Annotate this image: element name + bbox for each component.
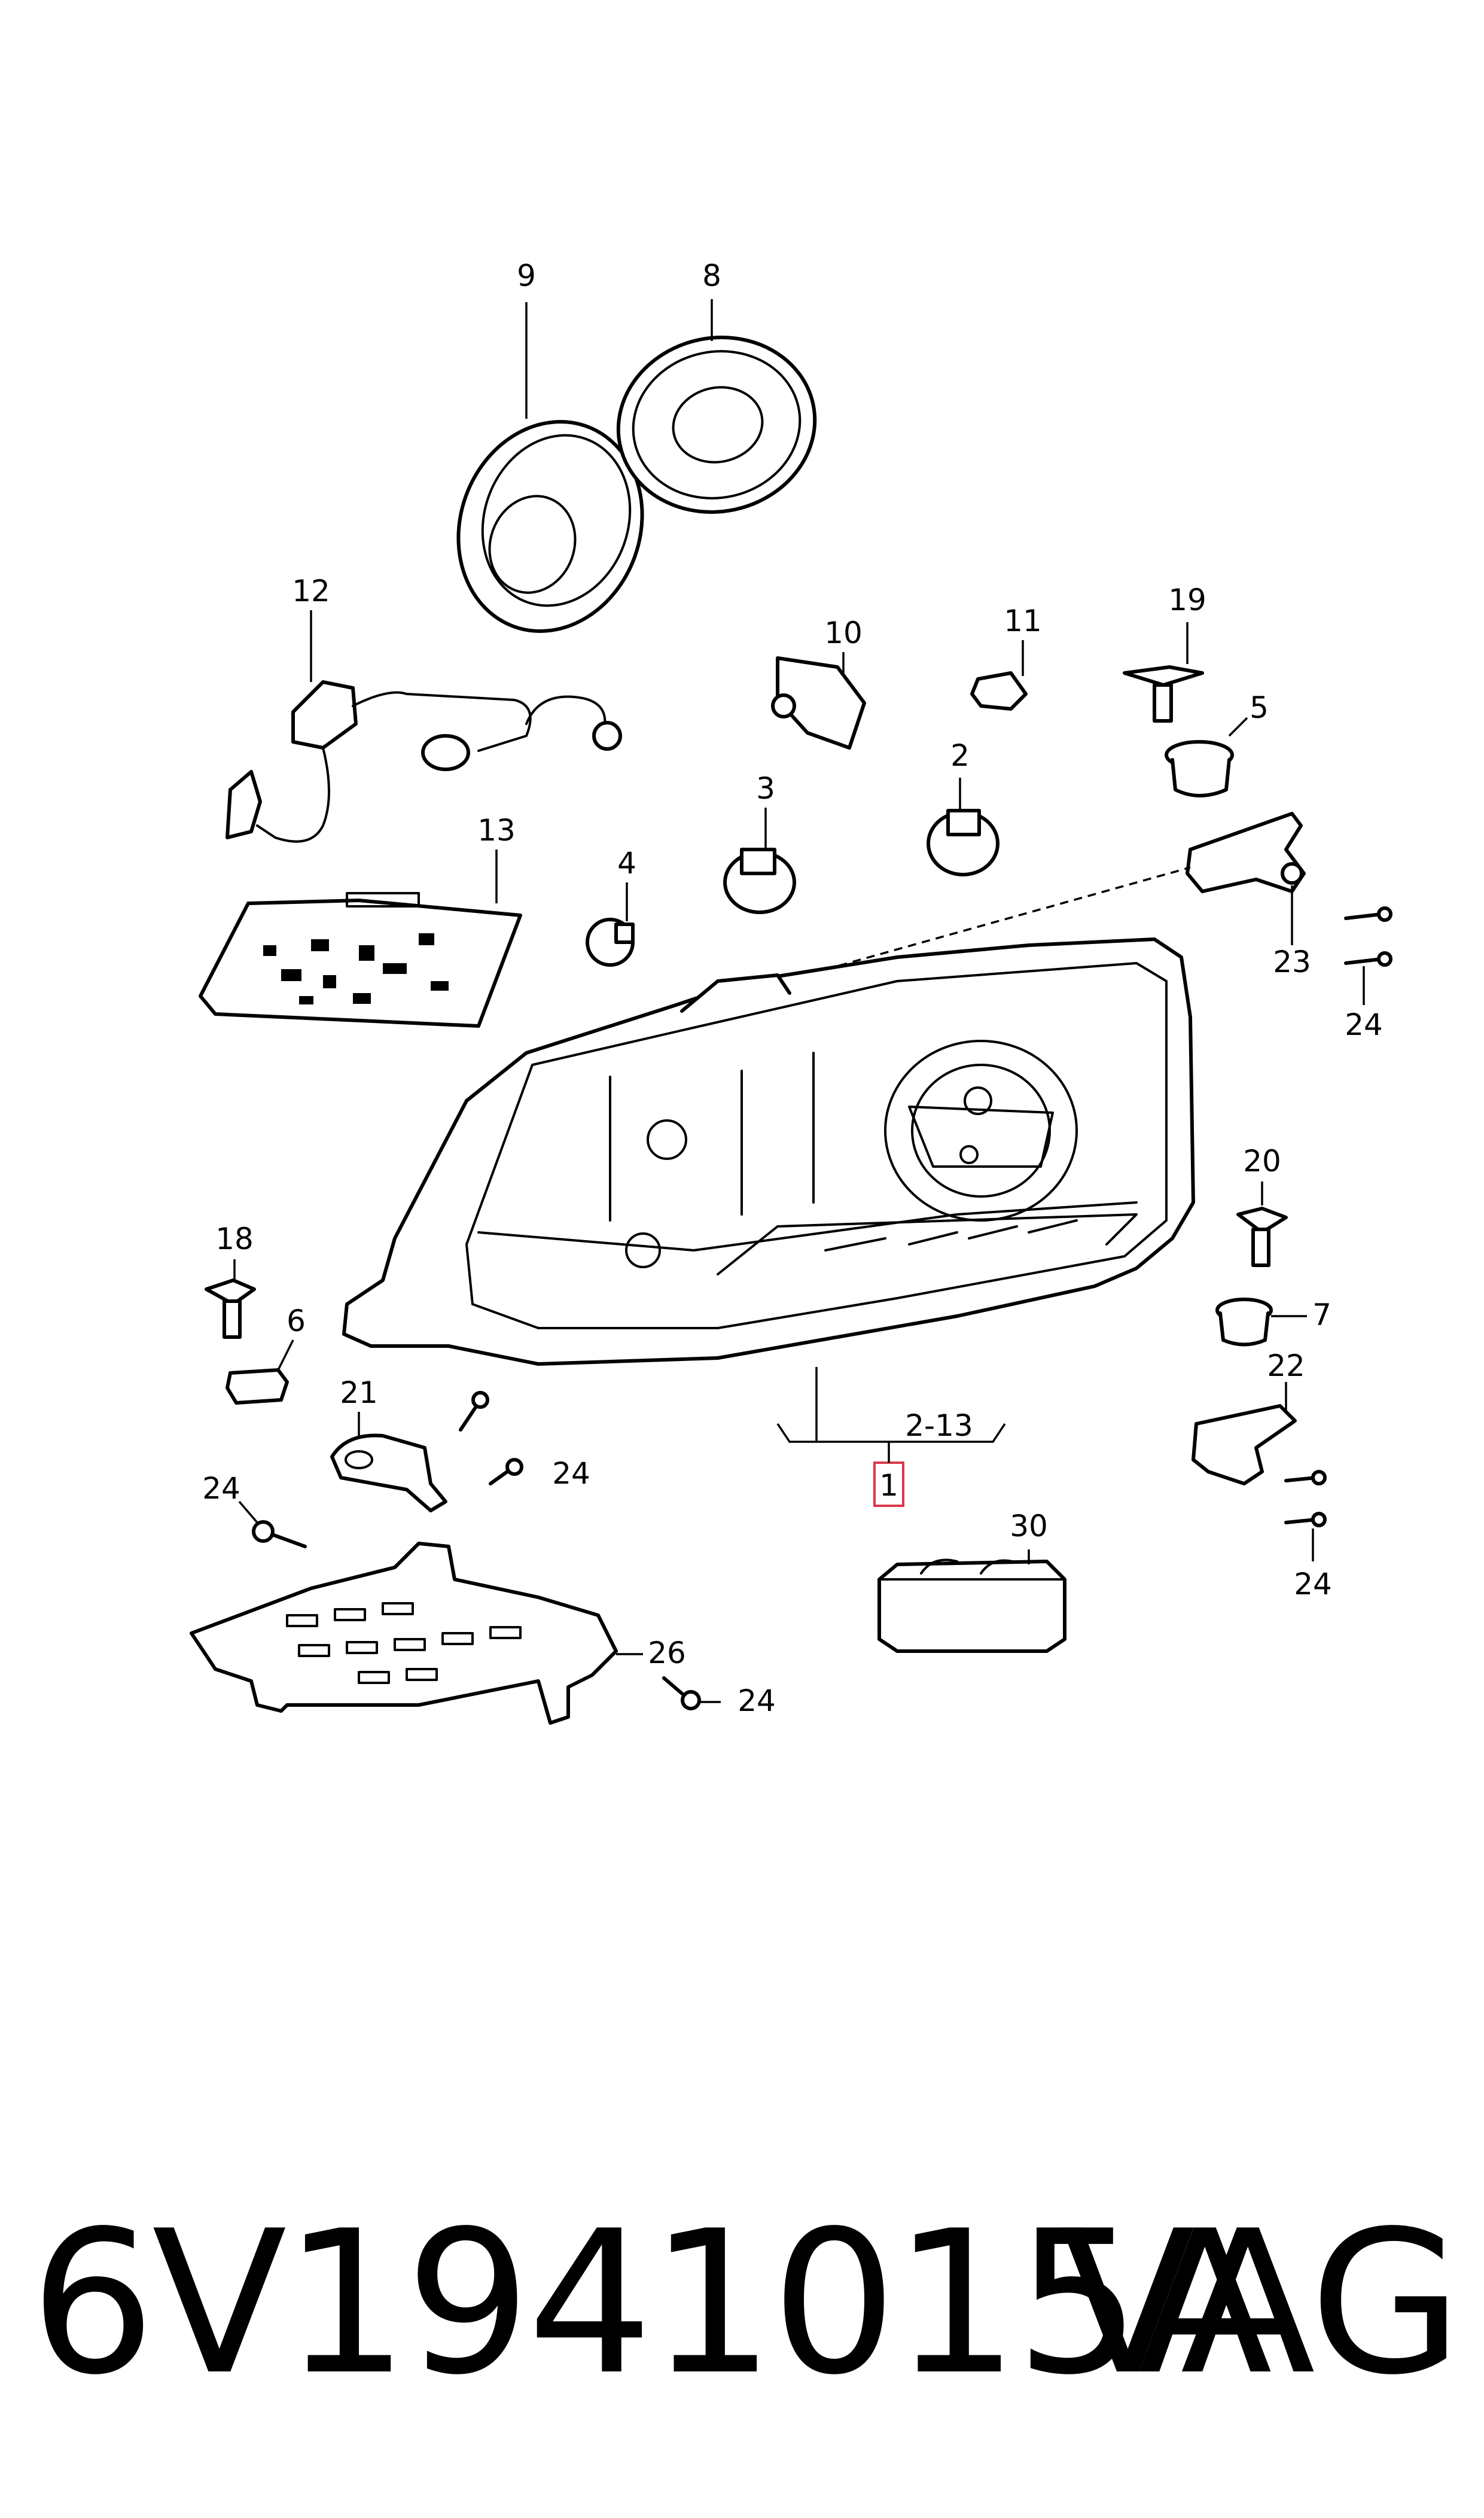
part-1-headlight-housing xyxy=(342,937,1195,1366)
callout-4: 4 xyxy=(617,846,636,881)
callout-24-center: 24 xyxy=(552,1456,590,1491)
part-24-screw-left xyxy=(252,1520,307,1548)
part-24-screw-upper-right xyxy=(1344,906,1392,967)
part-2-bulb xyxy=(927,809,1000,876)
callout-30: 30 xyxy=(1010,1509,1048,1543)
callout-20: 20 xyxy=(1243,1144,1281,1179)
callout-24-left: 24 xyxy=(202,1471,240,1506)
highlighted-callout-box xyxy=(873,1462,904,1507)
callout-9: 9 xyxy=(517,258,536,293)
part-4-bulb xyxy=(586,918,635,967)
callout-19: 19 xyxy=(1168,583,1206,617)
callout-24-lower-right: 24 xyxy=(1294,1567,1332,1601)
callout-13: 13 xyxy=(477,813,516,848)
callout-26: 26 xyxy=(648,1636,686,1670)
part-8-cover xyxy=(616,336,817,514)
footer-caption: 6V1941015A VAG xyxy=(0,2184,1484,2423)
callout-8: 8 xyxy=(702,258,721,293)
part-30-control-unit xyxy=(877,1558,1066,1653)
part-22-bracket xyxy=(1192,1404,1297,1485)
callout-11: 11 xyxy=(1004,604,1042,638)
callout-23: 23 xyxy=(1273,945,1311,979)
callout-2: 2 xyxy=(950,738,970,773)
callout-24-bottom: 24 xyxy=(738,1683,776,1718)
part-24-screw-lower-right xyxy=(1284,1470,1327,1527)
part-6-clip xyxy=(226,1368,289,1405)
callout-range: 2-13 xyxy=(905,1408,973,1443)
callout-24-upper-right: 24 xyxy=(1345,1007,1383,1042)
callout-7: 7 xyxy=(1312,1298,1331,1332)
callout-1: 1 xyxy=(879,1468,898,1503)
part-12-wiring-harness xyxy=(226,680,622,843)
callout-10: 10 xyxy=(824,616,863,650)
callout-5: 5 xyxy=(1250,690,1269,725)
part-13-control-board xyxy=(199,892,522,1028)
brand-label: VAG xyxy=(1060,2188,1462,2418)
callout-12: 12 xyxy=(292,574,330,608)
part-18-screw xyxy=(205,1278,256,1339)
part-9-cap xyxy=(456,420,644,633)
callout-3: 3 xyxy=(756,771,775,806)
part-3-bulb xyxy=(723,848,796,914)
part-26-lower-bracket xyxy=(190,1542,618,1725)
exploded-parts-diagram: 9 8 12 13 4 10 xyxy=(190,258,1392,1725)
part-11-socket xyxy=(970,671,1028,711)
part-21-bracket xyxy=(330,1433,447,1512)
callout-22: 22 xyxy=(1267,1348,1305,1383)
part-7-grommet xyxy=(1215,1298,1273,1347)
part-5-grommet xyxy=(1165,740,1234,797)
callout-18: 18 xyxy=(215,1222,254,1256)
part-number-label: 6V1941015A xyxy=(30,2188,1272,2418)
callout-6: 6 xyxy=(287,1304,306,1338)
part-10-bulb-holder xyxy=(771,656,866,750)
part-24-screw-center xyxy=(459,1391,523,1485)
part-23-bracket xyxy=(1186,812,1306,893)
part-24-screw-bottom xyxy=(662,1676,701,1710)
callout-21: 21 xyxy=(340,1375,378,1410)
part-20-screw xyxy=(1236,1207,1288,1267)
part-19-screw xyxy=(1123,665,1204,723)
